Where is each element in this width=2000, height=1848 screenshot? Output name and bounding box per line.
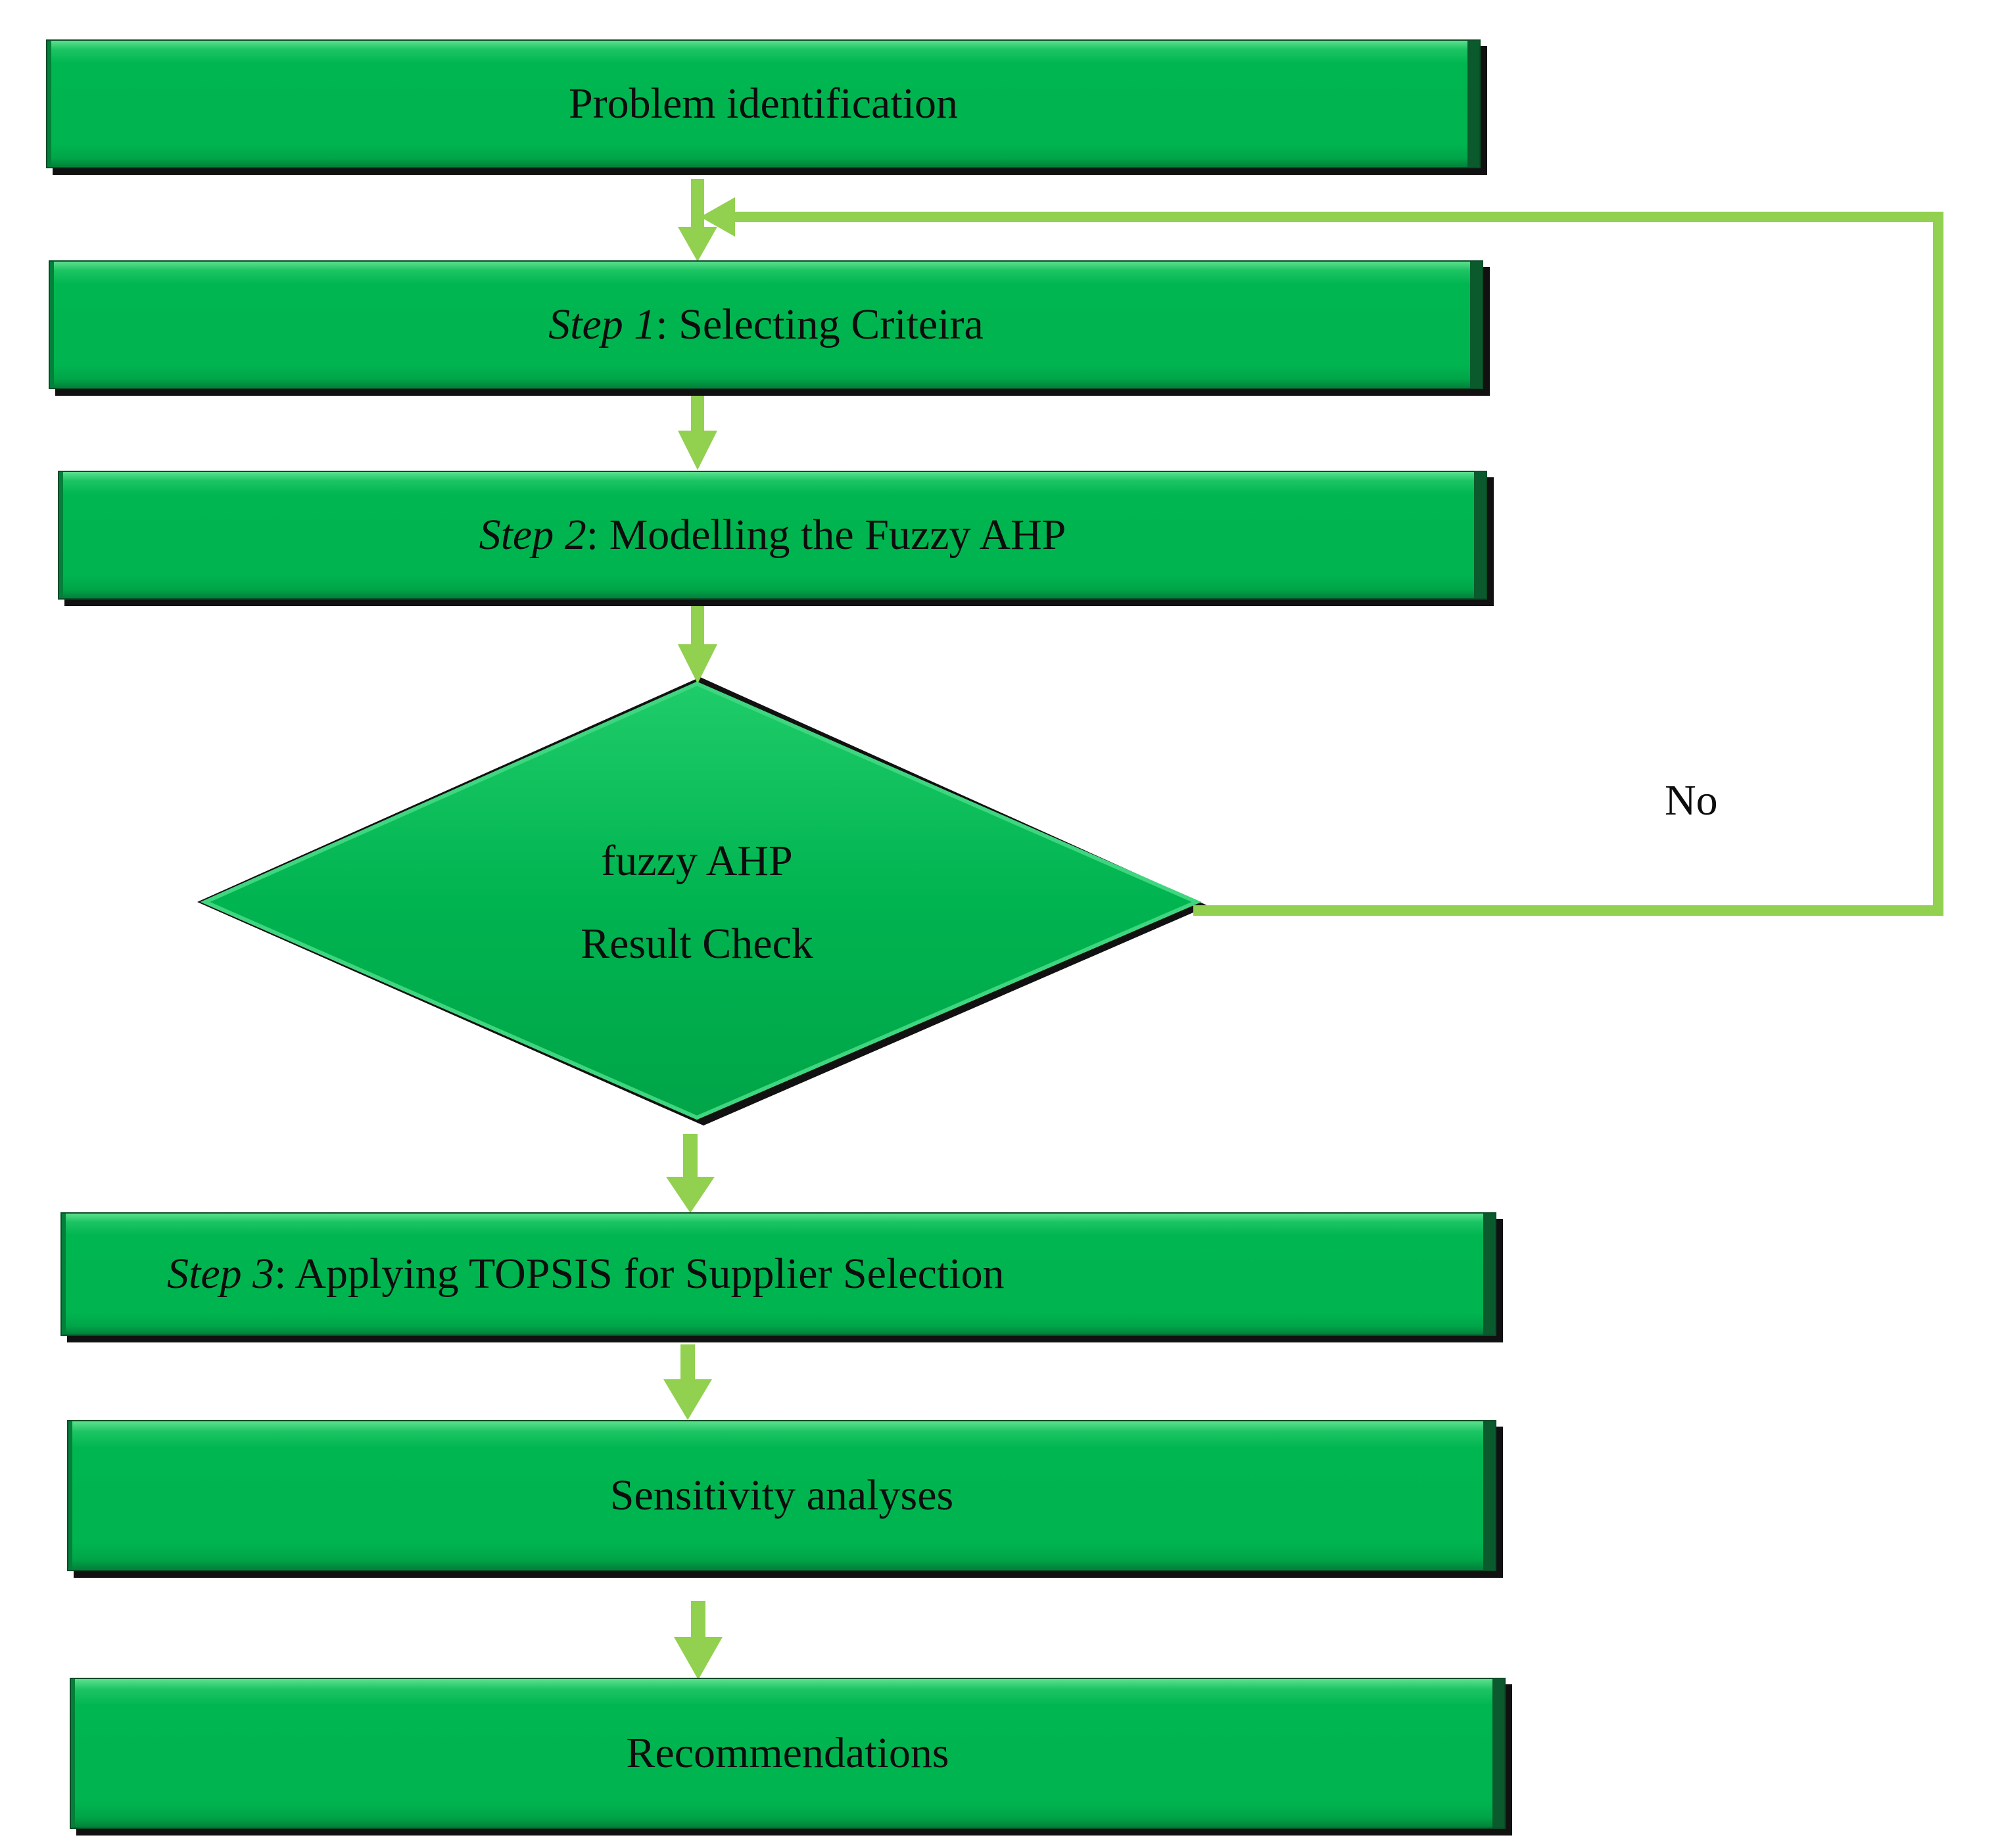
decision-line2: Result Check bbox=[581, 920, 813, 968]
recommendations-label: Recommendations bbox=[626, 1729, 949, 1777]
sensitivity-analyses-label: Sensitivity analyses bbox=[609, 1471, 954, 1519]
no-label: No bbox=[1665, 776, 1718, 824]
arrow-step3-to-sensitivity bbox=[663, 1344, 712, 1420]
step2-prefix: Step 2 bbox=[479, 511, 586, 559]
step3-prefix: Step 3 bbox=[167, 1250, 275, 1298]
problem-identification-label: Problem identification bbox=[568, 80, 959, 128]
arrow-sensitivity-to-recommendations bbox=[674, 1601, 723, 1680]
sensitivity-analyses-box: Sensitivity analyses bbox=[67, 1420, 1496, 1571]
arrow-decision-to-step3 bbox=[666, 1134, 715, 1213]
step2-box: Step 2: Modelling the Fuzzy AHP bbox=[58, 471, 1487, 600]
problem-identification-box: Problem identification bbox=[46, 39, 1481, 168]
arrow-problem-to-step1 bbox=[678, 179, 717, 262]
step3-label: : Applying TOPSIS for Supplier Selection bbox=[274, 1250, 1005, 1298]
step1-box: Step 1: Selecting Criteira bbox=[49, 260, 1483, 389]
arrow-step2-to-decision bbox=[678, 606, 717, 684]
recommendations-box: Recommendations bbox=[70, 1678, 1506, 1829]
step1-label: : Selecting Criteira bbox=[655, 300, 984, 348]
step1-prefix: Step 1 bbox=[548, 300, 656, 348]
step2-label: : Modelling the Fuzzy AHP bbox=[586, 511, 1066, 559]
arrow-step1-to-step2 bbox=[678, 396, 717, 470]
decision-diamond bbox=[200, 681, 1202, 1120]
decision-line1: fuzzy AHP bbox=[601, 837, 793, 885]
no-feedback-loop bbox=[700, 197, 1943, 916]
step3-box: Step 3: Applying TOPSIS for Supplier Sel… bbox=[60, 1212, 1496, 1336]
